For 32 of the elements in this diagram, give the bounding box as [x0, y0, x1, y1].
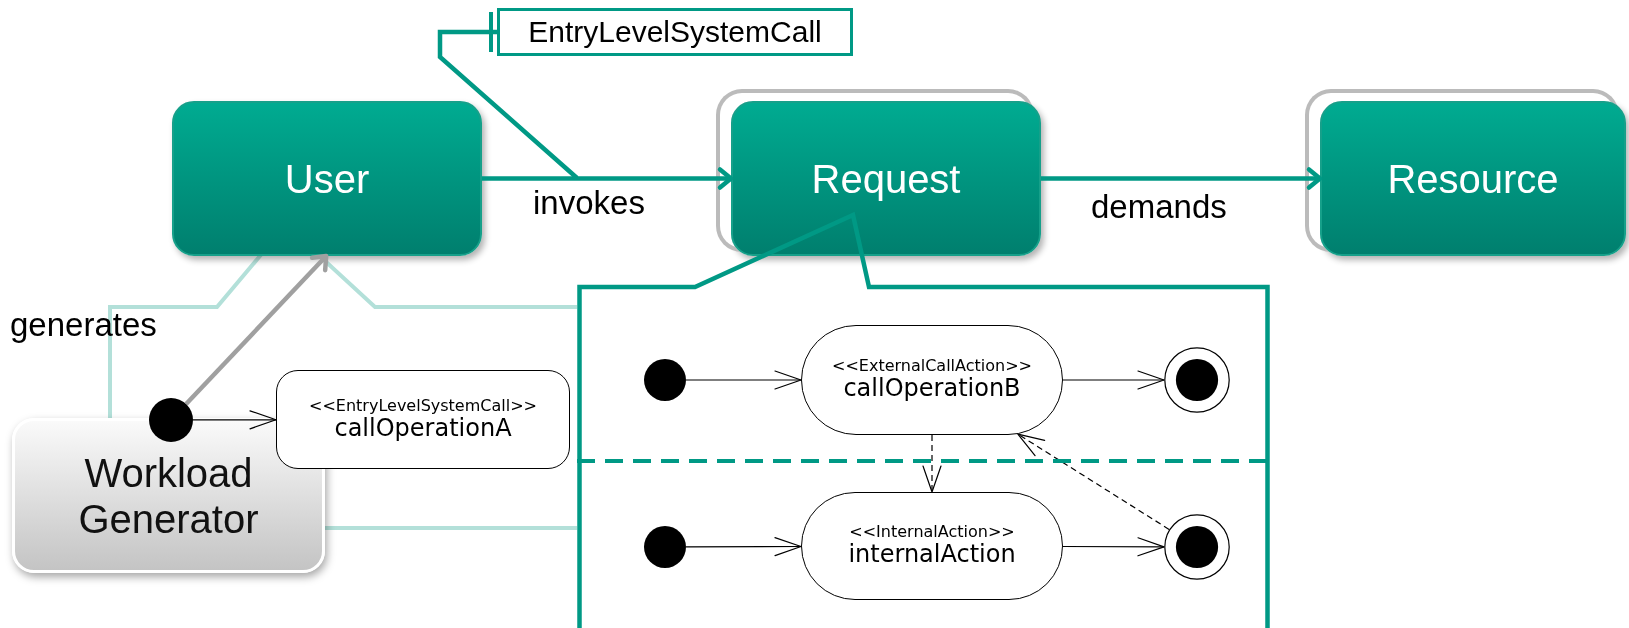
arrow — [1062, 370, 1165, 390]
action-name: callOperationB — [842, 375, 1022, 403]
box-label: Workload Generator — [77, 449, 260, 542]
note-box — [497, 8, 853, 56]
arrow — [192, 410, 277, 430]
arrow — [1062, 537, 1165, 557]
initial-node — [644, 526, 686, 568]
edge-label: generates — [10, 306, 157, 344]
box-label: Resource — [1386, 155, 1560, 202]
edge-label: demands — [1091, 188, 1227, 226]
stereotype-label: <<InternalAction>> — [848, 523, 1016, 542]
initial-node — [644, 359, 686, 401]
action-name: callOperationA — [334, 414, 512, 443]
final-node — [1164, 347, 1230, 413]
stereotype-label: <<EntryLevelSystemCall>> — [308, 396, 538, 415]
arrow — [1017, 433, 1170, 530]
arrow — [685, 537, 802, 557]
leader-line — [437, 10, 579, 180]
edge-label: invokes — [533, 184, 645, 222]
arrow — [922, 434, 942, 493]
stereotype-label: <<ExternalCallAction>> — [831, 357, 1033, 376]
box-label: User — [283, 155, 371, 202]
entity-box — [172, 101, 482, 256]
arrow — [685, 370, 802, 390]
action-name: internalAction — [847, 541, 1017, 569]
actor-box — [12, 418, 325, 573]
initial-node — [149, 398, 193, 442]
final-node — [1164, 514, 1230, 580]
arrow — [184, 253, 329, 406]
action-box — [276, 370, 570, 469]
box-label: Request — [810, 155, 962, 202]
note-text: EntryLevelSystemCall — [527, 14, 823, 50]
